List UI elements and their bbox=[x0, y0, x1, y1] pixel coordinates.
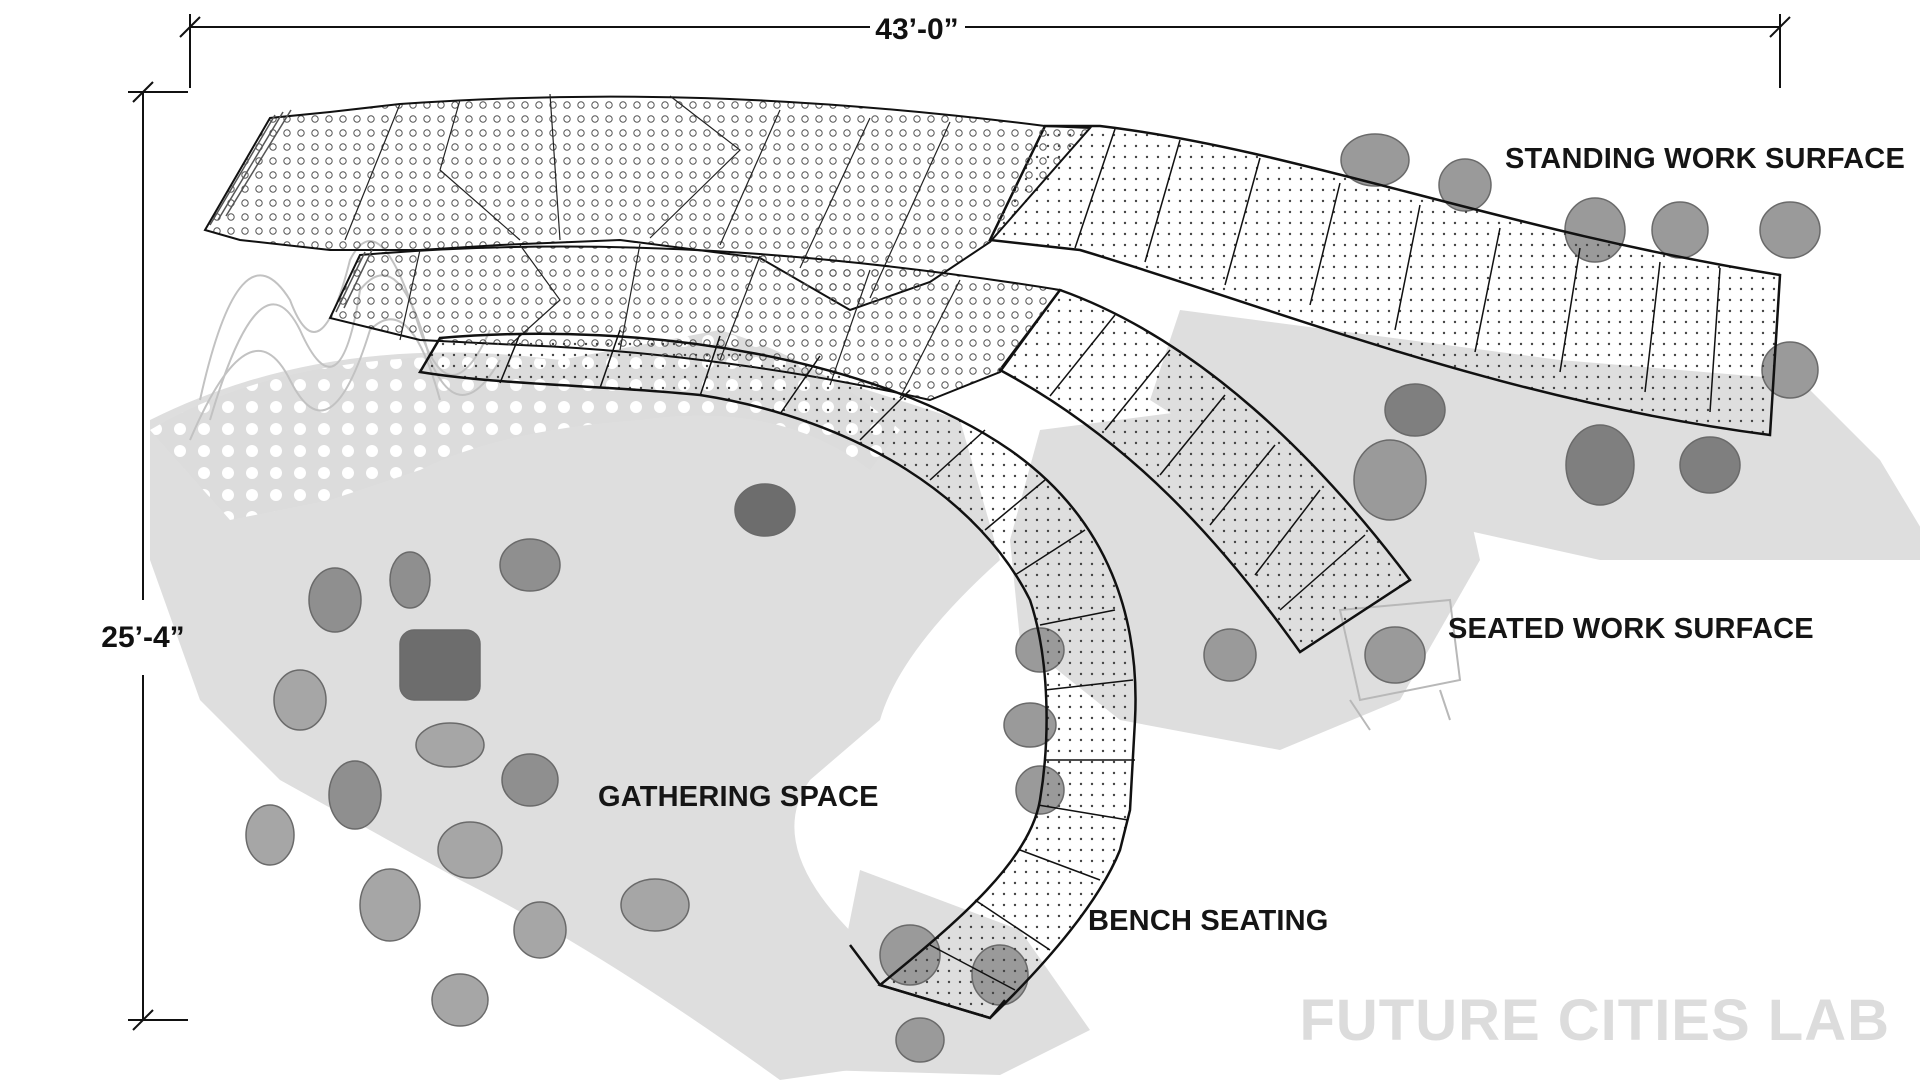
dimension-height-label: 25’-4” bbox=[101, 621, 184, 654]
label-bench-seating: BENCH SEATING bbox=[1088, 905, 1329, 937]
dimension-width-label: 43’-0” bbox=[875, 13, 958, 46]
people-gathering bbox=[245, 483, 796, 1027]
chair-outline bbox=[1338, 598, 1462, 731]
people-layer bbox=[245, 133, 1821, 1063]
label-gathering-space: GATHERING SPACE bbox=[598, 781, 879, 813]
dimension-width bbox=[179, 14, 1791, 88]
watermark-logo: FUTURE CITIES LAB bbox=[1299, 988, 1890, 1053]
bench-end-cap bbox=[849, 944, 1006, 1020]
standing-panel-lines bbox=[1074, 128, 1721, 413]
standing-work-surface bbox=[988, 124, 1782, 437]
canopy-middle-facets bbox=[399, 243, 961, 399]
people-seated bbox=[1203, 383, 1446, 684]
bench-seating bbox=[417, 329, 1137, 1020]
seated-work-surface bbox=[998, 288, 1412, 654]
shadow-standing bbox=[1150, 310, 1920, 560]
label-standing-work-surface: STANDING WORK SURFACE bbox=[1505, 143, 1905, 175]
dimension-height bbox=[128, 81, 188, 1031]
bench-facets bbox=[499, 329, 1135, 991]
seated-panel-lines bbox=[1049, 314, 1366, 611]
label-seated-work-surface: SEATED WORK SURFACE bbox=[1448, 613, 1814, 645]
